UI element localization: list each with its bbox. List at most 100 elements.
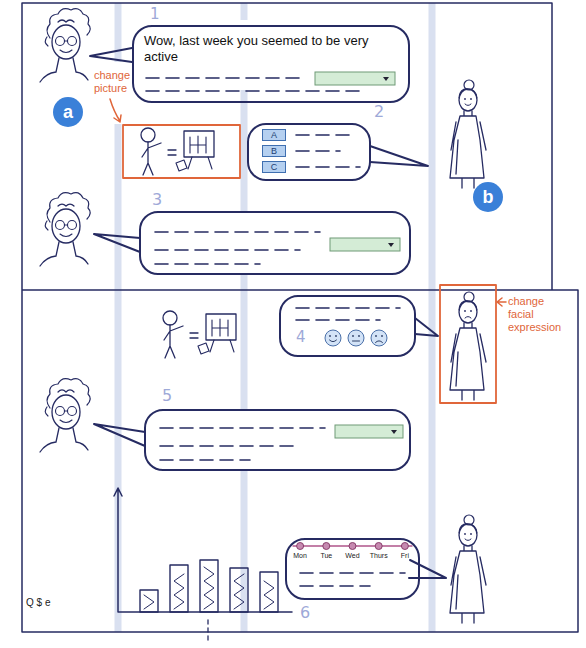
presenter-head (141, 128, 155, 142)
persona-face (459, 301, 477, 323)
persona-badge: b (473, 182, 503, 212)
day-label: Thurs (366, 552, 392, 560)
step-number: 6 (300, 605, 310, 621)
step-number: 2 (374, 104, 384, 120)
mood-eye (352, 335, 354, 337)
persona-hair (459, 524, 477, 533)
footer-note: Q $ e (26, 598, 50, 608)
mood-mouth (353, 341, 360, 342)
persona-glasses (56, 37, 65, 46)
persona-mouth (60, 411, 72, 423)
timeline-dot (349, 543, 356, 550)
placeholder-text (155, 263, 260, 265)
guide-stripe (115, 3, 122, 62)
persona-hair (45, 193, 90, 230)
placeholder-text (160, 427, 325, 429)
speech-tail (90, 48, 132, 62)
timeline-dot (297, 543, 304, 550)
persona-mouth (465, 539, 471, 541)
placeholder-text (296, 150, 340, 152)
persona-glasses (68, 407, 77, 416)
annotation-arrow (497, 298, 506, 306)
mood-eye (358, 335, 360, 337)
persona-b-sketch (450, 80, 486, 188)
persona-dress (450, 546, 486, 623)
mood-eye (329, 335, 331, 337)
speech-bubble (145, 410, 410, 470)
step-number: 3 (152, 192, 162, 208)
persona-face (459, 89, 477, 111)
badge-letter: a (63, 102, 73, 122)
persona-face (52, 25, 80, 59)
placeholder-text (155, 231, 320, 233)
mood-eye (375, 335, 377, 337)
placeholder-text (296, 319, 380, 321)
step-number: 4 (296, 330, 306, 345)
bar-scribble (204, 567, 214, 609)
bar-scribble (174, 574, 184, 609)
persona-hair (459, 301, 477, 310)
change-highlight (440, 285, 496, 403)
speech-bubble: Wow, last week you seemed to be very act… (132, 25, 410, 103)
option-button: B (262, 145, 286, 157)
mood-mouth (330, 340, 337, 342)
presenter-body (164, 325, 198, 358)
chart-bar (230, 568, 248, 612)
mood-face (348, 330, 364, 346)
speech-bubble: MonTueWedThursFri (285, 538, 420, 600)
bar-scribble (234, 574, 244, 609)
chart-bar (140, 590, 158, 612)
persona-eye (470, 98, 472, 100)
speech-bubble (140, 212, 410, 274)
persona-mouth (465, 317, 471, 319)
dropdown-field (330, 238, 400, 251)
presenter-sketch (141, 128, 214, 175)
speech-tail (94, 424, 145, 446)
option-label: A (271, 130, 277, 140)
persona-face (52, 395, 80, 429)
persona-mouth (465, 104, 471, 106)
presenter-body (142, 142, 176, 175)
mood-face-disc (348, 330, 364, 346)
presenter-sketch (163, 311, 236, 358)
mood-face (371, 330, 387, 346)
placeholder-text (300, 585, 370, 587)
speech-tail (415, 318, 438, 336)
persona-eye (464, 533, 466, 535)
bar-scribble (144, 595, 154, 609)
mood-face-disc (371, 330, 387, 346)
chart-axes (114, 488, 292, 612)
dropdown-field (315, 72, 395, 85)
day-label: Fri (392, 552, 418, 560)
persona-shoulders (40, 58, 88, 82)
persona-eye (470, 533, 472, 535)
persona-hair (45, 9, 90, 46)
chart-bar (170, 565, 188, 612)
speech-tail (409, 560, 446, 578)
presenter-head (163, 311, 177, 325)
chart-bar (260, 572, 278, 612)
day-label: Mon (287, 552, 313, 560)
mood-mouth (376, 341, 383, 343)
persona-eye (464, 98, 466, 100)
sketch-frame (22, 3, 578, 632)
placeholder-text (296, 307, 400, 309)
guide-stripe (241, 90, 248, 632)
persona-face (459, 524, 477, 546)
persona-b-sketch (450, 292, 486, 400)
annotation-note: change facial expression (508, 295, 572, 335)
timeline-dot (401, 543, 408, 550)
option-button: A (262, 129, 286, 141)
option-button: C (262, 161, 286, 173)
badge-letter: b (483, 187, 494, 207)
dropdown-caret (383, 77, 389, 81)
board-chart (198, 319, 234, 354)
change-highlight (123, 125, 240, 178)
persona-a-sketch (40, 9, 90, 82)
guide-stripe (241, 3, 248, 20)
board-chart (176, 136, 212, 171)
placeholder-text (146, 77, 302, 79)
option-label: C (271, 162, 278, 172)
mood-face (325, 330, 341, 346)
